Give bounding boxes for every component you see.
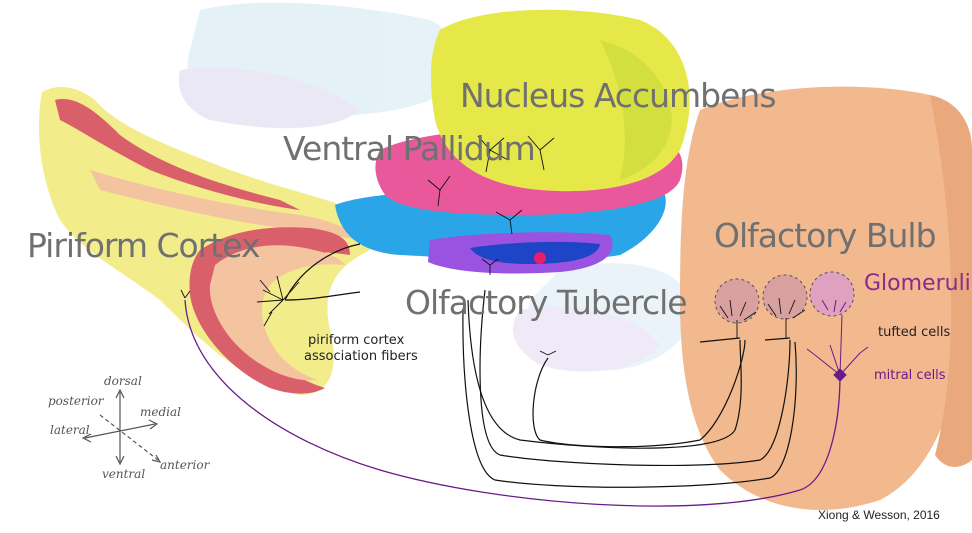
mitral-cells-label: mitral cells [874, 368, 946, 383]
piriform-cortex-label: Piriform Cortex [27, 226, 260, 265]
background-brain-structures [178, 2, 692, 372]
posterior-label: posterior [48, 394, 104, 408]
association-fibers-label-line1: piriform cortex [308, 333, 405, 348]
ventral-striatum-complex [335, 9, 690, 274]
olfactory-bulb-label: Olfactory Bulb [714, 216, 937, 255]
mitral-cell-axon [184, 299, 841, 507]
association-fibers-label-line2: association fibers [304, 349, 418, 364]
ventral-label: ventral [102, 467, 146, 481]
dorsal-label: dorsal [104, 374, 142, 388]
piriform-cortex-shape [39, 86, 370, 396]
glomerulus [762, 274, 808, 320]
glomeruli [714, 271, 855, 324]
orientation-compass [81, 388, 162, 466]
ventral-pallidum-label: Ventral Pallidum [283, 129, 536, 168]
medial-label: medial [140, 405, 181, 419]
glomerulus [809, 271, 855, 317]
olfactory-tubercle-label: Olfactory Tubercle [405, 283, 688, 322]
glomerulus [714, 278, 760, 324]
glomeruli-label: Glomeruli [864, 271, 971, 296]
projection-fibers [284, 243, 797, 488]
mitral-cell [806, 299, 869, 382]
anterior-label: anterior [160, 458, 210, 472]
neuron-dendrites [180, 135, 806, 356]
nucleus-accumbens-label: Nucleus Accumbens [460, 76, 777, 115]
credit-text: Xiong & Wesson, 2016 [818, 508, 940, 522]
lateral-label: lateral [50, 423, 90, 437]
tufted-cells-label: tufted cells [878, 325, 951, 340]
